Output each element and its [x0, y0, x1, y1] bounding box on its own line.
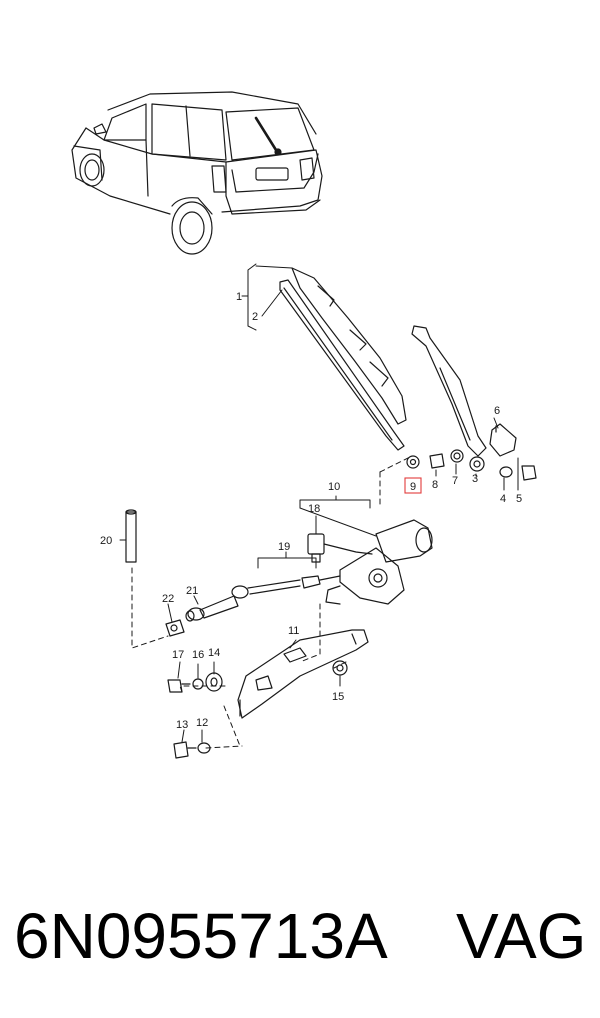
- linkage-rod-part-19: [231, 575, 341, 599]
- callout-9: 9: [410, 481, 416, 493]
- callout-19: 19: [278, 541, 290, 553]
- callout-18: 18: [308, 503, 320, 515]
- callout-17: 17: [172, 649, 184, 661]
- callout-5: 5: [516, 493, 522, 505]
- electrical-connector-part-18: [307, 533, 373, 563]
- callout-9-highlight: [404, 477, 422, 494]
- bolt-set-left: [167, 672, 223, 693]
- callout-labels: 1 2 3 4 5 6 7 8 9 10 11 12 13 14 15 16 1…: [100, 291, 522, 731]
- car-illustration: [71, 91, 323, 255]
- brand-name: VAG: [456, 900, 587, 972]
- leader-lines: [119, 263, 519, 743]
- callout-3: 3: [472, 473, 478, 485]
- callout-11: 11: [288, 625, 299, 637]
- callout-20: 20: [100, 535, 112, 547]
- callout-8: 8: [432, 479, 438, 491]
- dashed-guide-lines: [131, 455, 413, 749]
- callout-10: 10: [328, 481, 340, 493]
- callout-4: 4: [500, 493, 506, 505]
- rod-part-20: [125, 509, 137, 563]
- callout-16: 16: [192, 649, 204, 661]
- callout-7: 7: [452, 475, 458, 487]
- wiper-arm: [411, 325, 487, 457]
- callout-12: 12: [196, 717, 208, 729]
- exploded-parts-diagram: 1 2 3 4 5 6 7 8 9 10 11 12 13 14 15 16 1…: [71, 91, 537, 759]
- footer: 6N0955713A VAG: [0, 888, 600, 998]
- bushing-part-21: [185, 595, 239, 622]
- part-number: 6N0955713A: [14, 900, 388, 972]
- callout-13: 13: [176, 719, 188, 731]
- clip-part-22: [165, 619, 185, 637]
- wiper-motor-part-10: [325, 519, 433, 605]
- mounting-bracket-part-11: [237, 629, 369, 719]
- callout-15: 15: [332, 691, 344, 703]
- callout-22: 22: [162, 593, 174, 605]
- cap-part-6: [489, 423, 517, 457]
- callout-1: 1: [236, 291, 242, 303]
- wiper-blade-assembly: [279, 267, 407, 451]
- bolt-set-bottom: [173, 741, 211, 759]
- callout-14: 14: [208, 647, 220, 659]
- washer-part-15: [332, 660, 348, 676]
- callout-2: 2: [252, 311, 258, 323]
- hardware-row: [406, 449, 537, 481]
- callout-21: 21: [186, 585, 198, 597]
- callout-6: 6: [494, 405, 500, 417]
